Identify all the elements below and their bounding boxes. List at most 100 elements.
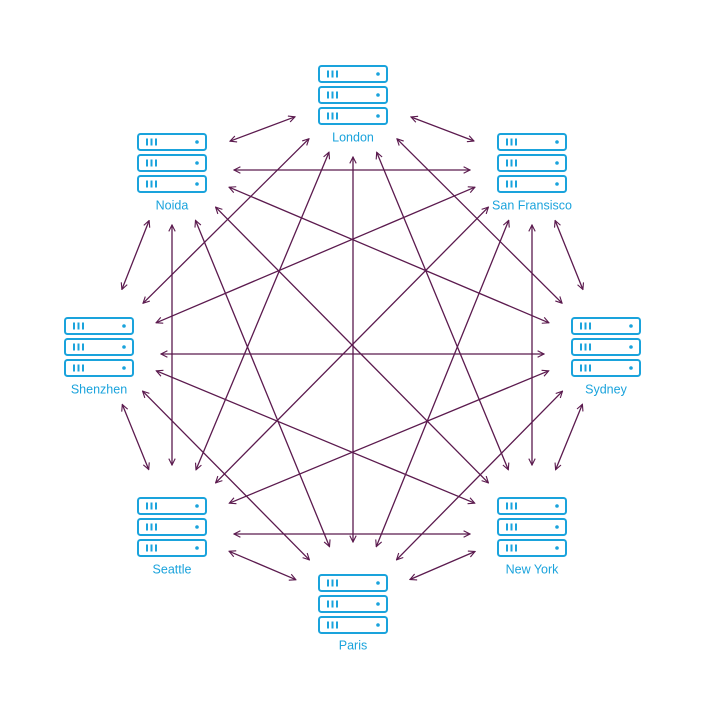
status-light-icon bbox=[376, 602, 380, 606]
server-stack-icon bbox=[137, 497, 207, 557]
drive-bay-indicator bbox=[331, 70, 334, 78]
status-light-icon bbox=[195, 161, 199, 165]
drive-bay-indicator bbox=[336, 621, 338, 629]
drive-bay-indicator bbox=[73, 364, 75, 372]
drive-bay-indicator bbox=[150, 180, 153, 188]
server-unit bbox=[318, 595, 388, 613]
drive-bay-indicator bbox=[584, 322, 587, 330]
drive-bay-indicator bbox=[155, 502, 157, 510]
server-unit bbox=[64, 338, 134, 356]
connection-seattle-shenzhen bbox=[122, 405, 148, 470]
server-node-new-york: New York bbox=[497, 497, 567, 576]
drive-bay-indicator bbox=[150, 138, 153, 146]
drive-bay-indicator bbox=[146, 180, 148, 188]
status-light-icon bbox=[376, 581, 380, 585]
server-node-san-fransisco: San Fransisco bbox=[492, 133, 572, 212]
server-label-london: London bbox=[332, 130, 374, 144]
drive-bay-indicator bbox=[580, 322, 582, 330]
status-light-icon bbox=[629, 366, 633, 370]
server-unit bbox=[137, 175, 207, 193]
status-light-icon bbox=[195, 525, 199, 529]
connection-sydney-new-york bbox=[556, 404, 583, 469]
drive-bay-indicator bbox=[327, 579, 329, 587]
server-unit bbox=[137, 497, 207, 515]
connection-paris-seattle bbox=[229, 551, 296, 579]
server-unit bbox=[497, 154, 567, 172]
drive-bay-indicator bbox=[515, 544, 517, 552]
server-unit bbox=[137, 154, 207, 172]
drive-bay-indicator bbox=[510, 180, 513, 188]
server-unit bbox=[318, 616, 388, 634]
drive-bay-indicator bbox=[155, 138, 157, 146]
status-light-icon bbox=[195, 140, 199, 144]
status-light-icon bbox=[122, 345, 126, 349]
status-light-icon bbox=[122, 366, 126, 370]
status-light-icon bbox=[629, 345, 633, 349]
drive-bay-indicator bbox=[331, 600, 334, 608]
status-light-icon bbox=[376, 623, 380, 627]
server-unit bbox=[497, 518, 567, 536]
server-stack-icon bbox=[64, 317, 134, 377]
drive-bay-indicator bbox=[589, 322, 591, 330]
server-node-seattle: Seattle bbox=[137, 497, 207, 576]
server-node-shenzhen: Shenzhen bbox=[64, 317, 134, 396]
drive-bay-indicator bbox=[82, 364, 84, 372]
drive-bay-indicator bbox=[515, 523, 517, 531]
drive-bay-indicator bbox=[584, 343, 587, 351]
drive-bay-indicator bbox=[506, 138, 508, 146]
drive-bay-indicator bbox=[336, 91, 338, 99]
drive-bay-indicator bbox=[146, 523, 148, 531]
drive-bay-indicator bbox=[515, 159, 517, 167]
drive-bay-indicator bbox=[506, 502, 508, 510]
drive-bay-indicator bbox=[327, 621, 329, 629]
connection-new-york-paris bbox=[410, 552, 475, 580]
status-light-icon bbox=[555, 182, 559, 186]
drive-bay-indicator bbox=[155, 544, 157, 552]
server-stack-icon bbox=[318, 574, 388, 634]
drive-bay-indicator bbox=[336, 579, 338, 587]
drive-bay-indicator bbox=[327, 91, 329, 99]
connection-paris-noida bbox=[196, 220, 330, 546]
connection-san-fransisco-shenzhen bbox=[156, 187, 475, 323]
connection-london-seattle bbox=[196, 152, 329, 470]
drive-bay-indicator bbox=[515, 138, 517, 146]
status-light-icon bbox=[555, 546, 559, 550]
drive-bay-indicator bbox=[155, 180, 157, 188]
server-unit bbox=[497, 497, 567, 515]
connection-london-new-york bbox=[377, 152, 509, 469]
connection-lines bbox=[122, 117, 583, 580]
status-light-icon bbox=[122, 324, 126, 328]
status-light-icon bbox=[555, 161, 559, 165]
server-label-sydney: Sydney bbox=[585, 382, 627, 396]
drive-bay-indicator bbox=[336, 70, 338, 78]
drive-bay-indicator bbox=[155, 523, 157, 531]
drive-bay-indicator bbox=[73, 322, 75, 330]
drive-bay-indicator bbox=[77, 343, 80, 351]
status-light-icon bbox=[376, 93, 380, 97]
server-node-sydney: Sydney bbox=[571, 317, 641, 396]
connection-san-fransisco-sydney bbox=[555, 221, 583, 290]
server-unit bbox=[497, 133, 567, 151]
server-unit bbox=[571, 359, 641, 377]
connection-san-fransisco-paris bbox=[376, 220, 508, 546]
server-unit bbox=[137, 133, 207, 151]
drive-bay-indicator bbox=[150, 159, 153, 167]
server-node-noida: Noida bbox=[137, 133, 207, 212]
server-label-san-fransisco: San Fransisco bbox=[492, 198, 572, 212]
drive-bay-indicator bbox=[150, 523, 153, 531]
status-light-icon bbox=[195, 504, 199, 508]
drive-bay-indicator bbox=[589, 343, 591, 351]
drive-bay-indicator bbox=[150, 502, 153, 510]
drive-bay-indicator bbox=[146, 502, 148, 510]
drive-bay-indicator bbox=[515, 502, 517, 510]
drive-bay-indicator bbox=[73, 343, 75, 351]
drive-bay-indicator bbox=[510, 544, 513, 552]
connection-london-san-fransisco bbox=[411, 117, 474, 141]
drive-bay-indicator bbox=[327, 600, 329, 608]
drive-bay-indicator bbox=[82, 343, 84, 351]
server-unit bbox=[318, 574, 388, 592]
drive-bay-indicator bbox=[146, 159, 148, 167]
drive-bay-indicator bbox=[82, 322, 84, 330]
